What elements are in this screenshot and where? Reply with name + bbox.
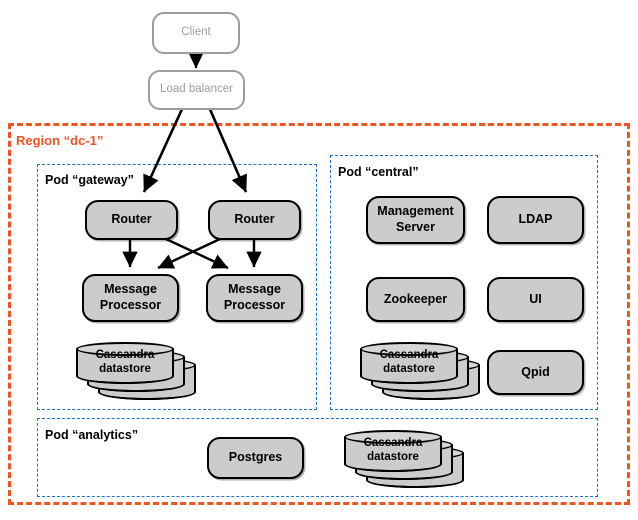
edge-router-1-to-message-processor-2 bbox=[165, 237, 229, 270]
region-label: Region “dc-1” bbox=[16, 133, 104, 148]
pod-analytics-label: Pod “analytics” bbox=[45, 428, 139, 442]
node-load-balancer-label: Load balancer bbox=[160, 83, 233, 96]
pod-gateway-label: Pod “gateway” bbox=[45, 173, 134, 187]
node-cassandra-analytics[interactable]: Cassandra datastore bbox=[344, 430, 464, 488]
edge-load-balancer-to-router-1 bbox=[142, 106, 185, 193]
node-cassandra-gateway[interactable]: Cassandra datastore bbox=[76, 342, 196, 400]
node-postgres[interactable]: Postgres bbox=[207, 437, 304, 479]
node-ui[interactable]: UI bbox=[487, 277, 584, 322]
node-ldap[interactable]: LDAP bbox=[487, 196, 584, 244]
node-message-processor-1-label-line2: Processor bbox=[99, 298, 162, 312]
pod-analytics-boundary bbox=[37, 418, 598, 497]
node-management-server-label-line2: Server bbox=[396, 220, 435, 234]
node-router-2[interactable]: Router bbox=[208, 200, 301, 240]
node-cassandra-central[interactable]: Cassandra datastore bbox=[360, 342, 480, 400]
node-zookeeper[interactable]: Zookeeper bbox=[366, 277, 465, 322]
node-client-label: Client bbox=[181, 26, 211, 39]
pod-gateway-boundary bbox=[37, 164, 317, 410]
node-qpid-label: Qpid bbox=[521, 364, 550, 379]
node-message-processor-2[interactable]: Message Processor bbox=[206, 274, 303, 322]
node-message-processor-2-label-line2: Processor bbox=[223, 298, 286, 312]
node-message-processor-2-label-line1: Message bbox=[228, 282, 281, 297]
cassandra-central-cylinder-front: Cassandra datastore bbox=[360, 342, 458, 384]
node-zookeeper-label: Zookeeper bbox=[383, 291, 448, 306]
node-postgres-label: Postgres bbox=[228, 450, 283, 465]
edge-load-balancer-to-router-2 bbox=[207, 106, 248, 193]
node-message-processor-1-label-line1: Message bbox=[104, 282, 157, 297]
node-ldap-label: LDAP bbox=[518, 212, 553, 227]
region-dc-1-boundary bbox=[8, 123, 630, 505]
node-management-server-label-line1: Management bbox=[377, 204, 454, 219]
node-qpid[interactable]: Qpid bbox=[487, 350, 584, 395]
cassandra-analytics-cylinder-front: Cassandra datastore bbox=[344, 430, 442, 472]
pod-central-label: Pod “central” bbox=[338, 165, 419, 179]
node-router-2-label: Router bbox=[234, 212, 275, 227]
node-router-1-label: Router bbox=[111, 212, 152, 227]
node-load-balancer[interactable]: Load balancer bbox=[148, 70, 245, 110]
node-client[interactable]: Client bbox=[152, 12, 240, 54]
pod-central-boundary bbox=[330, 155, 598, 410]
node-router-1[interactable]: Router bbox=[85, 200, 178, 240]
cassandra-gateway-cylinder-front: Cassandra datastore bbox=[76, 342, 174, 384]
edge-router-2-to-message-processor-1 bbox=[157, 237, 221, 270]
node-ui-label: UI bbox=[529, 291, 542, 306]
node-message-processor-1[interactable]: Message Processor bbox=[82, 274, 179, 322]
node-management-server[interactable]: Management Server bbox=[366, 196, 465, 244]
